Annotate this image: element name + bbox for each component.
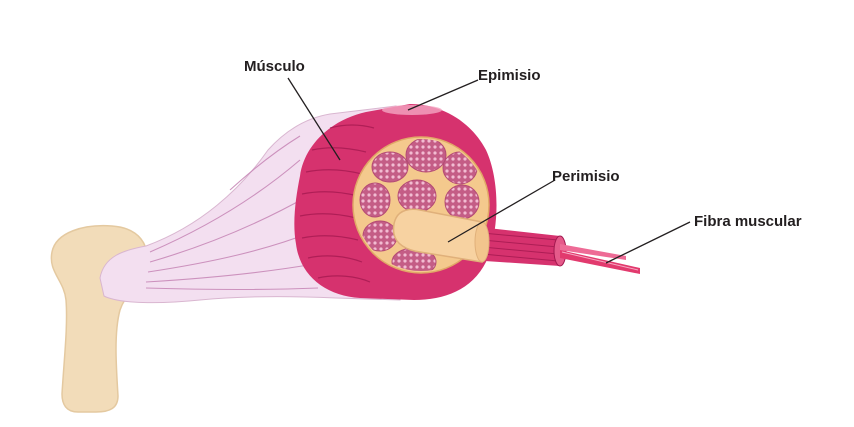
label-musculo: Músculo (244, 58, 305, 75)
muscle-fibers (560, 244, 640, 274)
epimysium-highlight (382, 105, 442, 115)
label-epimisio: Epimisio (478, 67, 541, 84)
label-perimisio: Perimisio (552, 168, 620, 185)
label-fibra-muscular: Fibra muscular (694, 213, 802, 230)
epimisio-leader (408, 80, 478, 110)
fibra-muscular-leader (606, 222, 690, 263)
perimysium-sheath-end (475, 222, 489, 262)
